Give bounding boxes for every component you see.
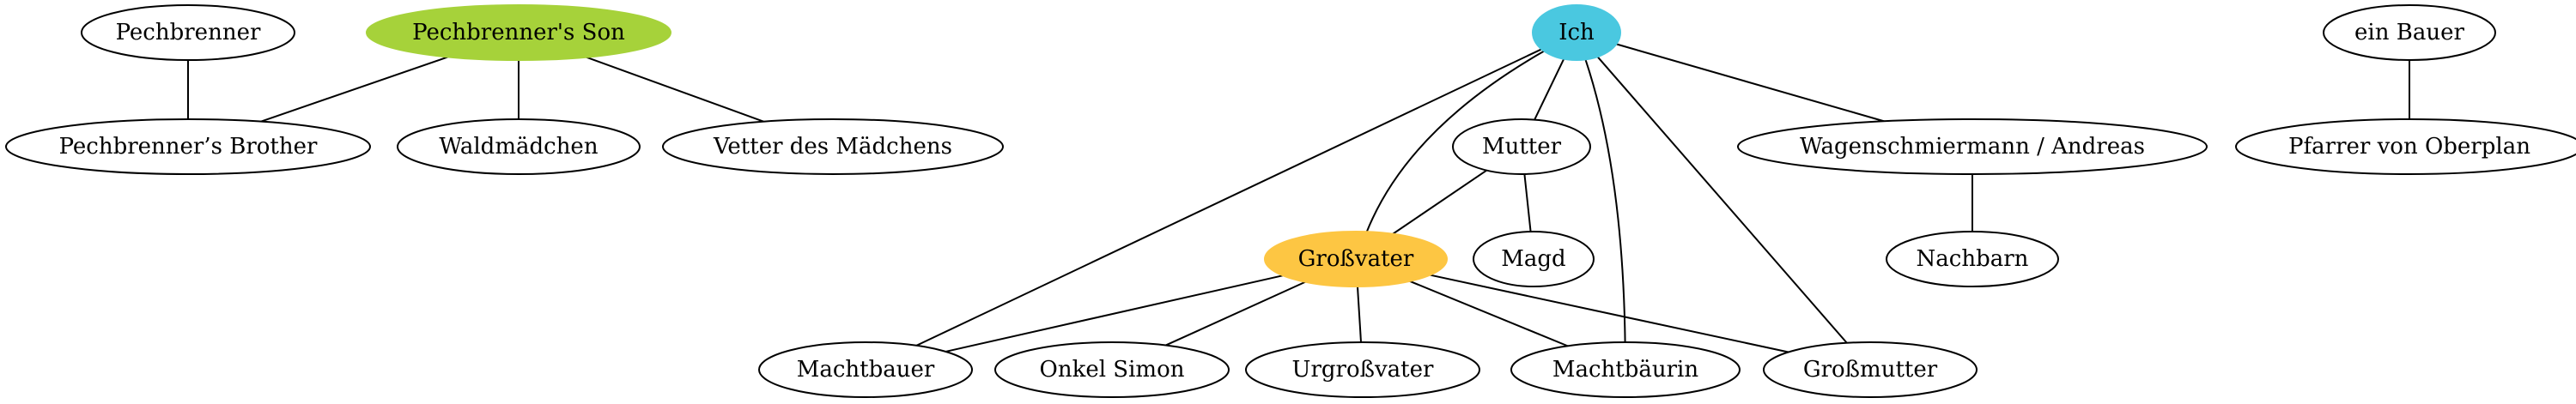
node-shape-urgrossvater <box>1245 341 1480 398</box>
node-shape-machtbauer <box>758 341 973 398</box>
node-label-nachbarn: Nachbarn <box>1917 246 2029 272</box>
node-label-machtbaeurin: Machtbäurin <box>1552 357 1699 383</box>
node-machtbaeurin: Machtbäurin <box>1510 341 1741 398</box>
node-label-vetter: Vetter des Mädchens <box>713 134 952 160</box>
node-shape-onkel_simon <box>994 341 1230 398</box>
node-label-magd: Magd <box>1501 246 1565 272</box>
edge-grossvater-urgrossvater <box>1356 286 1363 343</box>
node-pechbrenner: Pechbrenner <box>81 4 295 61</box>
node-grossvater: Großvater <box>1264 231 1448 287</box>
edge-grossvater-grossmutter <box>1430 274 1789 353</box>
edge-ich-grossvater <box>1365 50 1545 232</box>
node-label-urgrossvater: Urgroßvater <box>1292 357 1434 383</box>
node-label-pechbrenners_brother: Pechbrenner’s Brother <box>59 134 318 160</box>
node-onkel_simon: Onkel Simon <box>994 341 1230 398</box>
node-nachbarn: Nachbarn <box>1886 231 2059 287</box>
node-shape-grossmutter <box>1763 341 1978 398</box>
node-shape-pechbrenners_son <box>366 4 671 61</box>
node-ein_bauer: ein Bauer <box>2323 4 2496 61</box>
edge-pechbrenners_son-vetter <box>586 56 764 123</box>
node-shape-ein_bauer <box>2323 4 2496 61</box>
node-label-wagenschmiermann: Wagenschmiermann / Andreas <box>1800 134 2145 160</box>
edge-mutter-magd <box>1523 173 1532 232</box>
node-machtbauer: Machtbauer <box>758 341 973 398</box>
node-label-grossmutter: Großmutter <box>1803 357 1938 383</box>
node-pfarrer: Pfarrer von Oberplan <box>2235 118 2576 175</box>
node-grossmutter: Großmutter <box>1763 341 1978 398</box>
node-pechbrenners_brother: Pechbrenner’s Brother <box>5 118 371 175</box>
node-label-pechbrenners_son: Pechbrenner's Son <box>412 20 625 45</box>
node-shape-pfarrer <box>2235 118 2576 175</box>
edge-ich-machtbaeurin <box>1584 59 1626 343</box>
node-label-pfarrer: Pfarrer von Oberplan <box>2288 134 2530 160</box>
node-shape-magd <box>1473 231 1595 287</box>
node-label-pechbrenner: Pechbrenner <box>116 20 261 45</box>
node-wagenschmiermann: Wagenschmiermann / Andreas <box>1737 118 2208 175</box>
node-shape-ich <box>1532 4 1621 61</box>
node-ich: Ich <box>1532 4 1621 61</box>
edges-layer <box>187 43 2410 353</box>
edge-ich-mutter <box>1534 58 1565 121</box>
node-label-waldmaedchen: Waldmädchen <box>439 134 598 160</box>
edge-grossvater-machtbaeurin <box>1409 280 1569 347</box>
node-magd: Magd <box>1473 231 1595 287</box>
node-mutter: Mutter <box>1452 118 1591 175</box>
node-shape-machtbaeurin <box>1510 341 1741 398</box>
edge-ich-wagenschmiermann <box>1616 43 1885 123</box>
node-label-machtbauer: Machtbauer <box>797 357 935 383</box>
node-shape-pechbrenner <box>81 4 295 61</box>
node-label-ein_bauer: ein Bauer <box>2354 20 2464 45</box>
node-urgrossvater: Urgroßvater <box>1245 341 1480 398</box>
node-waldmaedchen: Waldmädchen <box>397 118 641 175</box>
node-shape-grossvater <box>1264 231 1448 287</box>
node-shape-pechbrenners_brother <box>5 118 371 175</box>
edge-grossvater-onkel_simon <box>1165 280 1306 347</box>
node-label-ich: Ich <box>1558 20 1595 45</box>
edge-ich-grossmutter <box>1596 56 1848 344</box>
nodes-layer: Pechbrenner Pechbrenner's SonPechbrenner’… <box>5 4 2576 398</box>
node-shape-nachbarn <box>1886 231 2059 287</box>
node-shape-wagenschmiermann <box>1737 118 2208 175</box>
edge-pechbrenners_son-pechbrenners_brother <box>260 56 449 123</box>
node-label-mutter: Mutter <box>1482 134 1562 160</box>
node-label-onkel_simon: Onkel Simon <box>1040 357 1185 383</box>
node-pechbrenners_son: Pechbrenner's Son <box>366 4 671 61</box>
edge-grossvater-machtbauer <box>945 274 1284 353</box>
edge-mutter-grossvater <box>1392 169 1487 235</box>
node-shape-waldmaedchen <box>397 118 641 175</box>
node-vetter: Vetter des Mädchens <box>662 118 1004 175</box>
edge-ich-machtbauer <box>915 48 1542 347</box>
node-label-grossvater: Großvater <box>1298 246 1414 272</box>
node-shape-vetter <box>662 118 1004 175</box>
node-shape-mutter <box>1452 118 1591 175</box>
